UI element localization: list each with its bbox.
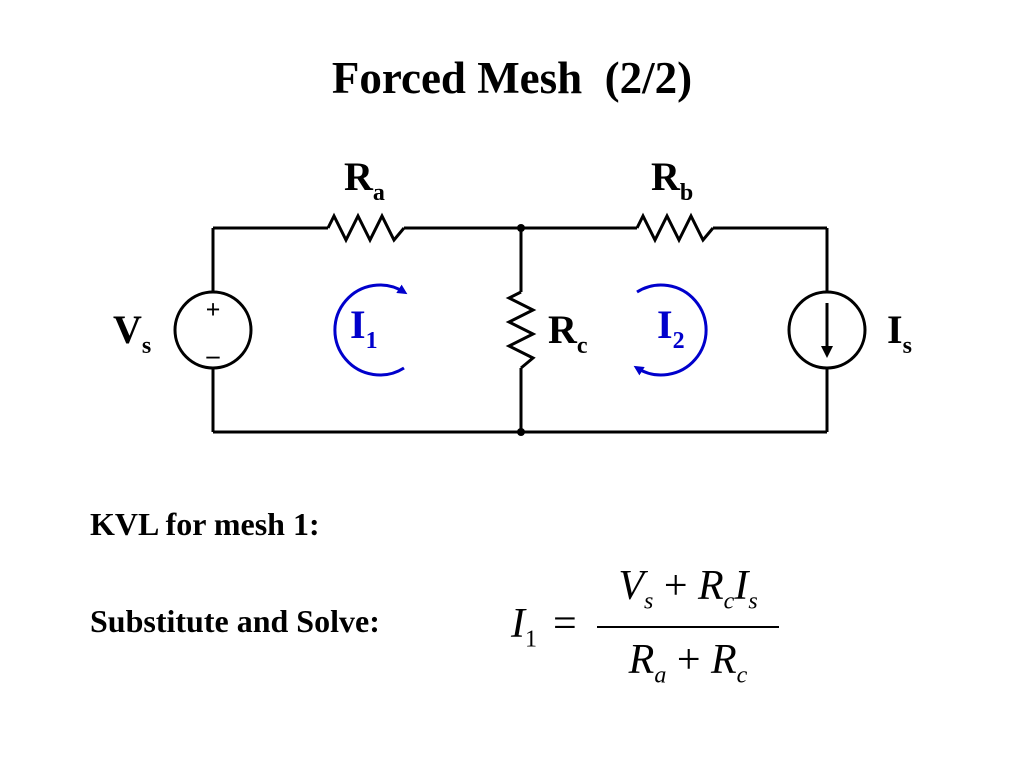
- mesh-1-loop-arrow: [333, 283, 408, 377]
- plus-sign: +: [206, 295, 221, 324]
- kvl-mesh-1-label: KVL for mesh 1:: [90, 506, 320, 542]
- resistor-a-label: Ra: [344, 154, 385, 206]
- mesh-2-loop-arrow: [633, 283, 708, 377]
- fraction-bar: [597, 626, 779, 628]
- equation-denominator: Ra + Rc: [628, 637, 748, 689]
- voltage-source-label: Vs: [113, 307, 151, 359]
- resistor-b-symbol: [635, 212, 715, 244]
- resistor-c-symbol: [505, 290, 537, 370]
- current-source-label: Is: [887, 307, 912, 359]
- equals-sign: =: [553, 601, 577, 647]
- minus-sign: –: [206, 341, 221, 370]
- junction-bottom-node: [517, 428, 525, 436]
- circuit-wires: [211, 226, 829, 434]
- current-source-symbol: [787, 290, 867, 370]
- substitute-solve-label: Substitute and Solve:: [90, 603, 380, 639]
- mesh-1-current-label: I1: [350, 302, 378, 354]
- equation-numerator: Vs + RcIs: [618, 563, 758, 615]
- equation-lhs: I1: [511, 601, 537, 653]
- junction-top-node: [517, 224, 525, 232]
- mesh-current-equation: I1 = Vs + RcIs Ra + Rc: [505, 562, 795, 712]
- voltage-source-symbol: + –: [173, 290, 253, 370]
- mesh-2-current-label: I2: [657, 302, 685, 354]
- resistor-c-label: Rc: [548, 307, 588, 359]
- resistor-b-label: Rb: [651, 154, 693, 206]
- slide-title: Forced Mesh (2/2): [331, 53, 693, 103]
- resistor-a-symbol: [326, 212, 406, 244]
